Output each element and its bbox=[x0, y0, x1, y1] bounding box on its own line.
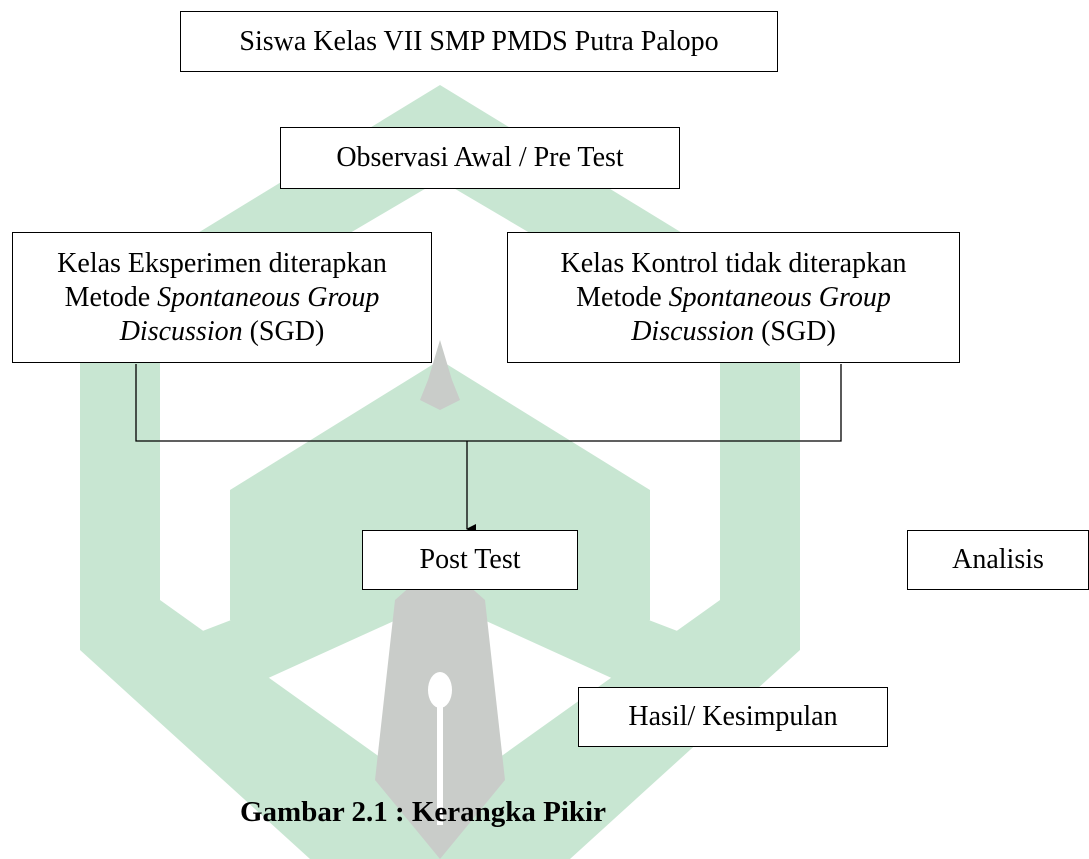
watermark-lower-band-right bbox=[440, 540, 740, 830]
connector-control-branch bbox=[467, 364, 842, 442]
students-box-label: Siswa Kelas VII SMP PMDS Putra Palopo bbox=[239, 25, 719, 57]
analysis-box-label: Analisis bbox=[952, 544, 1044, 575]
control-line-2-italic: Spontaneous Group bbox=[668, 281, 891, 313]
experiment-line-1: Kelas Eksperimen diterapkan bbox=[57, 247, 387, 279]
control-line-3-italic: Discussion bbox=[631, 315, 755, 347]
experiment-line-2: Metode Spontaneous Group bbox=[65, 281, 380, 315]
control-line-2-plain: Metode bbox=[576, 281, 669, 313]
students-box: Siswa Kelas VII SMP PMDS Putra Palopo bbox=[180, 11, 778, 72]
watermark-pen-hole bbox=[428, 672, 452, 708]
watermark-lower-band-left bbox=[140, 540, 440, 830]
figure-caption-text: Gambar 2.1 : Kerangka Pikir bbox=[240, 796, 606, 828]
connector-experiment-branch bbox=[135, 364, 467, 442]
experiment-line-2-italic: Spontaneous Group bbox=[157, 281, 380, 313]
experiment-class-box: Kelas Eksperimen diterapkan Metode Spont… bbox=[12, 232, 432, 363]
pretest-box-label: Observasi Awal / Pre Test bbox=[336, 142, 624, 173]
experiment-line-3: Discussion (SGD) bbox=[120, 315, 325, 349]
posttest-box-label: Post Test bbox=[419, 544, 521, 575]
conclusion-box-label: Hasil/ Kesimpulan bbox=[628, 701, 838, 732]
control-line-3-plain: (SGD) bbox=[754, 315, 836, 347]
control-line-1: Kelas Kontrol tidak diterapkan bbox=[560, 247, 907, 279]
watermark-minaret bbox=[420, 340, 460, 410]
experiment-line-3-italic: Discussion bbox=[119, 315, 243, 347]
experiment-line-2-plain: Metode bbox=[64, 281, 158, 313]
pretest-box: Observasi Awal / Pre Test bbox=[280, 127, 680, 189]
watermark-pen-slit bbox=[437, 705, 443, 825]
control-class-box: Kelas Kontrol tidak diterapkan Metode Sp… bbox=[507, 232, 960, 363]
analysis-box: Analisis bbox=[907, 530, 1089, 590]
control-line-3: Discussion (SGD) bbox=[631, 315, 836, 349]
conclusion-box: Hasil/ Kesimpulan bbox=[578, 687, 888, 747]
control-line-2: Metode Spontaneous Group bbox=[576, 281, 891, 315]
experiment-line-3-plain: (SGD) bbox=[242, 315, 325, 347]
posttest-box: Post Test bbox=[362, 530, 578, 590]
